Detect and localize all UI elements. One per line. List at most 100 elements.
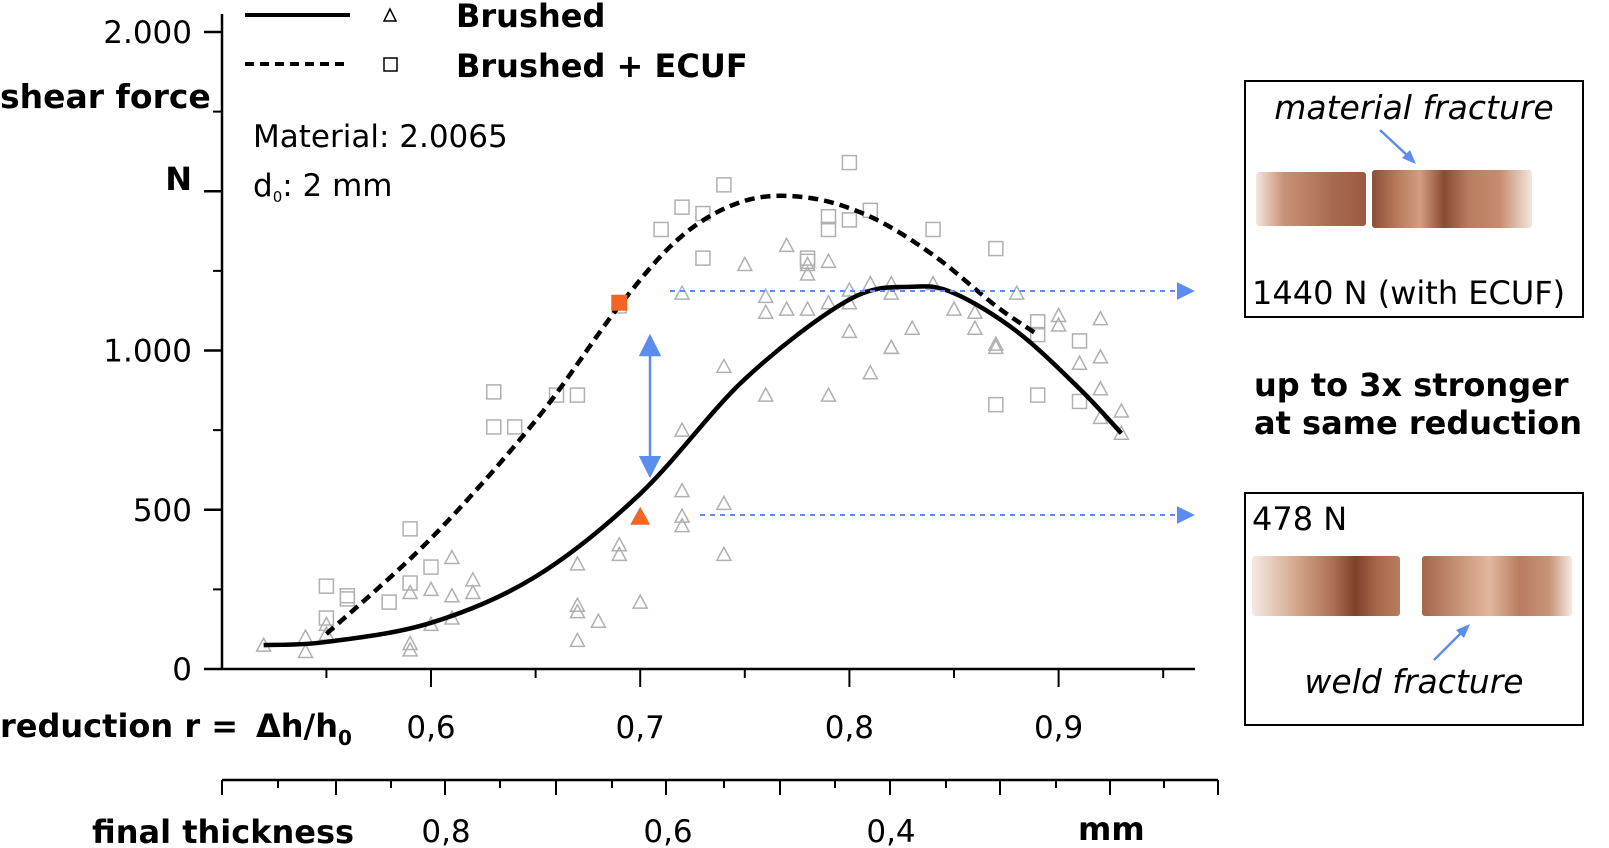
brushed-data-point [841,281,858,297]
brushed-data-point [569,603,586,619]
brushed-data-point [569,596,586,613]
y-axis-unit: N [165,160,192,198]
x-tick-label: 0,7 [616,710,665,746]
brushed-data-point [799,265,816,281]
brushed-data-point [736,255,754,272]
material-fracture-callout: material fracture 1440 N (with ECUF) [1244,80,1584,318]
brushed-data-point [799,300,816,316]
brushed-data-point [611,536,628,552]
brushed-data-point [422,580,440,597]
brushed-force-value: 478 N [1252,500,1348,538]
brushed-data-point [673,421,691,437]
brushed-data-point [443,548,461,565]
x-axis-label: reduction r = [0,707,238,745]
legend-label-ecuf: Brushed + ECUF [456,47,748,85]
brushed-data-point [1092,380,1109,396]
ecuf-data-point [339,591,356,607]
brushed-data-point [757,303,774,320]
axis-ticks [204,30,1219,795]
brushed-data-point [757,386,774,402]
brushed-data-point [1050,316,1067,332]
brushed-data-point [820,252,837,269]
x2-tick-label: 0,6 [643,814,692,848]
weld-fracture-caption: weld fracture [1304,662,1524,701]
brushed-data-point [464,571,482,587]
ecuf-fit-curve [324,193,1039,636]
ecuf-data-point [1029,326,1046,343]
brushed-data-point [401,634,419,651]
ecuf-data-point [674,199,690,215]
brushed-data-point [464,583,482,600]
ecuf-data-point [402,521,418,537]
ecuf-data-point [506,419,523,435]
material-fracture-photo-right [1372,170,1532,228]
ecuf-data-point [381,594,397,610]
brushed-data-point [673,507,691,523]
weld-fracture-photo-right [1422,556,1572,616]
ecuf-data-point [1029,314,1046,330]
brushed-data-point [673,284,691,300]
x-axis-label-text: reduction r = [0,707,238,745]
y-tick-label: 1.000 [103,334,192,370]
ecuf-data-point [423,559,439,575]
ecuf-data-point [402,575,418,591]
legend-label-brushed: Brushed [456,0,605,35]
ecuf-data-point [1071,333,1088,349]
weld-fracture-photo-left [1252,556,1400,616]
diameter-sub: 0 [273,188,283,206]
weld-fracture-callout: 478 N weld fracture [1244,492,1584,726]
legend-marker-square [383,57,398,72]
strength-claim-line2: at same reduction [1254,404,1583,442]
ecuf-data-point [318,610,335,626]
brushed-data-point [715,545,733,562]
brushed-data-point [1071,354,1088,370]
brushed-fit-curve [263,284,1124,648]
brushed-data-point [882,338,900,355]
material-fracture-caption: material fracture [1274,88,1554,127]
brushed-data-point [882,338,900,355]
brushed-data-point [443,587,461,603]
brushed-data-point [715,357,733,374]
brushed-data-point [966,303,984,320]
brushed-data-point [757,287,774,304]
brushed-highlight-point [630,506,651,525]
brushed-data-point [1113,402,1130,418]
brushed-data-point [820,294,837,310]
pointer-arrow-top [1379,129,1416,164]
brushed-data-point [945,300,963,316]
ecuf-highlight-point [611,294,628,311]
ecuf-data-point [318,578,335,594]
x2-tick-label: 0,4 [866,814,915,848]
ecuf-data-point [1071,393,1088,410]
strength-claim-line1: up to 3x stronger [1254,366,1569,404]
ecuf-data-point [925,221,941,238]
brushed-data-point [1008,284,1026,300]
ecuf-data-point [569,387,586,403]
brushed-data-point [820,386,837,402]
ecuf-data-point [695,250,711,266]
y-axis-label: shear force [0,77,211,116]
ecuf-data-point [339,587,356,604]
x-tick-label: 0,9 [1034,710,1083,746]
x2-tick-label: 0,8 [421,814,470,848]
brushed-data-point [715,494,733,511]
x-tick-label: 0,6 [406,710,455,746]
ecuf-data-point [988,396,1004,413]
brushed-data-point [903,319,921,335]
ecuf-data-point [820,221,837,238]
highlight-points [611,294,651,525]
brushed-data-point [1092,310,1109,326]
brushed-data-point [611,545,628,562]
pointer-arrow-bottom [1433,624,1470,661]
ecuf-data-point [799,250,816,266]
ecuf-data-point [820,208,837,225]
diameter-prefix: d [253,168,273,204]
x2-axis-unit: mm [1078,810,1145,848]
brushed-data-point [987,335,1005,351]
material-annotation: Material: 2.0065 [253,119,508,155]
brushed-data-point [631,593,649,609]
ecuf-data-point [716,177,732,193]
brushed-data-point [569,631,586,648]
strength-claim: up to 3x stronger at same reduction [1254,366,1582,442]
